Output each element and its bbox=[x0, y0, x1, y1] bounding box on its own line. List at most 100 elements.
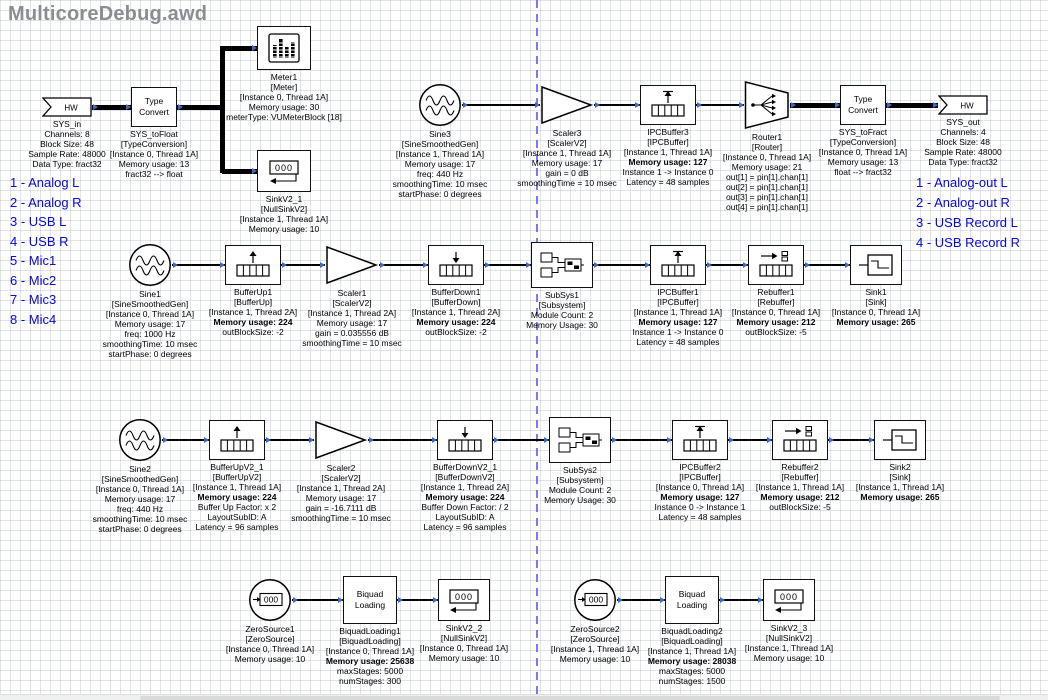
signal-wire[interactable] bbox=[484, 264, 531, 266]
output-pin[interactable] bbox=[265, 436, 271, 443]
module-scaler3[interactable]: Scaler3[ScalerV2][Instance 1, Thread 1A]… bbox=[517, 84, 617, 188]
module-bufferup1[interactable]: BufferUp1[BufferUp][Instance 1, Thread 2… bbox=[209, 245, 297, 337]
signal-wire[interactable] bbox=[397, 599, 438, 601]
output-pin[interactable] bbox=[706, 261, 712, 268]
input-pin[interactable] bbox=[431, 436, 437, 443]
scrollbar-thumb[interactable] bbox=[140, 696, 1000, 700]
input-pin[interactable] bbox=[844, 261, 850, 268]
input-pin[interactable] bbox=[738, 101, 744, 108]
input-pin[interactable] bbox=[543, 436, 549, 443]
output-pin[interactable] bbox=[493, 436, 499, 443]
signal-wire[interactable] bbox=[379, 264, 428, 266]
input-pin[interactable] bbox=[757, 596, 763, 603]
output-pin[interactable] bbox=[484, 261, 490, 268]
output-pin[interactable] bbox=[617, 596, 623, 603]
module-sink1[interactable]: Sink1[Sink][Instance 0, Thread 1A]Memory… bbox=[832, 245, 920, 327]
input-pin[interactable] bbox=[203, 436, 209, 443]
output-pin[interactable] bbox=[728, 436, 734, 443]
output-pin[interactable] bbox=[611, 436, 617, 443]
output-pin[interactable] bbox=[804, 261, 810, 268]
input-pin[interactable] bbox=[666, 436, 672, 443]
signal-wire[interactable] bbox=[177, 104, 225, 110]
module-ipcbuffer1[interactable]: IPCBuffer1[IPCBuffer][Instance 1, Thread… bbox=[633, 245, 723, 347]
signal-wire[interactable] bbox=[719, 599, 763, 601]
module-sine2[interactable]: Sine2[SineSmoothedGen][Instance 0, Threa… bbox=[93, 418, 187, 534]
input-pin[interactable] bbox=[251, 44, 257, 51]
input-pin[interactable] bbox=[422, 261, 428, 268]
module-bufferdown1[interactable]: BufferDown1[BufferDown][Instance 1, Thre… bbox=[412, 245, 500, 337]
signal-wire[interactable] bbox=[462, 104, 540, 106]
output-pin[interactable] bbox=[790, 101, 796, 108]
signal-wire[interactable] bbox=[728, 439, 772, 441]
signal-wire[interactable] bbox=[219, 46, 225, 173]
input-pin[interactable] bbox=[634, 101, 640, 108]
output-pin[interactable] bbox=[281, 261, 287, 268]
input-pin[interactable] bbox=[742, 261, 748, 268]
signal-wire[interactable] bbox=[162, 439, 209, 441]
signal-wire[interactable] bbox=[886, 102, 938, 108]
module-ipcbuffer2[interactable]: IPCBuffer2[IPCBuffer][Instance 0, Thread… bbox=[655, 420, 745, 522]
signal-wire[interactable] bbox=[828, 439, 874, 441]
output-pin[interactable] bbox=[368, 436, 374, 443]
signal-wire[interactable] bbox=[593, 264, 650, 266]
signal-wire[interactable] bbox=[265, 439, 314, 441]
output-pin[interactable] bbox=[696, 101, 702, 108]
signal-wire[interactable] bbox=[696, 104, 744, 106]
output-pin[interactable] bbox=[172, 261, 178, 268]
horizontal-scrollbar[interactable] bbox=[0, 694, 1048, 700]
module-rebuffer1[interactable]: Rebuffer1[Rebuffer][Instance 0, Thread 1… bbox=[732, 245, 820, 337]
signal-wire[interactable] bbox=[172, 264, 225, 266]
input-pin[interactable] bbox=[766, 436, 772, 443]
input-pin[interactable] bbox=[932, 101, 938, 108]
signal-wire[interactable] bbox=[281, 264, 325, 266]
signal-wire[interactable] bbox=[222, 168, 257, 174]
output-pin[interactable] bbox=[594, 101, 600, 108]
module-bufferdownv2-1[interactable]: BufferDownV2_1[BufferDownV2][Instance 1,… bbox=[421, 420, 509, 532]
module-ipcbuffer3[interactable]: IPCBuffer3[IPCBuffer][Instance 1, Thread… bbox=[623, 85, 713, 187]
input-pin[interactable] bbox=[219, 261, 225, 268]
input-pin[interactable] bbox=[432, 596, 438, 603]
module-scaler1[interactable]: Scaler1[ScalerV2][Instance 1, Thread 2A]… bbox=[302, 244, 402, 348]
input-pin[interactable] bbox=[319, 261, 325, 268]
signal-wire[interactable] bbox=[368, 439, 437, 441]
output-pin[interactable] bbox=[397, 596, 403, 603]
signal-wire[interactable] bbox=[790, 102, 840, 108]
signal-wire[interactable] bbox=[706, 264, 748, 266]
output-pin[interactable] bbox=[462, 101, 468, 108]
input-pin[interactable] bbox=[337, 596, 343, 603]
signal-wire[interactable] bbox=[493, 439, 549, 441]
input-pin[interactable] bbox=[525, 261, 531, 268]
signal-wire[interactable] bbox=[92, 104, 131, 110]
output-pin[interactable] bbox=[828, 436, 834, 443]
output-pin[interactable] bbox=[162, 436, 168, 443]
module-router1[interactable]: Router1[Router][Instance 0, Thread 1A]Me… bbox=[723, 80, 811, 212]
signal-wire[interactable] bbox=[804, 264, 850, 266]
output-pin[interactable] bbox=[379, 261, 385, 268]
output-pin[interactable] bbox=[177, 103, 183, 110]
output-pin[interactable] bbox=[292, 596, 298, 603]
signal-wire[interactable] bbox=[611, 439, 672, 441]
input-pin[interactable] bbox=[659, 596, 665, 603]
input-pin[interactable] bbox=[251, 167, 257, 174]
output-pin[interactable] bbox=[92, 103, 98, 110]
input-pin[interactable] bbox=[644, 261, 650, 268]
input-pin[interactable] bbox=[868, 436, 874, 443]
output-pin[interactable] bbox=[593, 261, 599, 268]
module-sine1[interactable]: Sine1[SineSmoothedGen][Instance 0, Threa… bbox=[103, 243, 197, 359]
signal-wire[interactable] bbox=[617, 599, 665, 601]
module-bufferupv2-1[interactable]: BufferUpV2_1[BufferUpV2][Instance 1, Thr… bbox=[193, 420, 281, 532]
module-meter1[interactable]: Meter1[Meter][Instance 0, Thread 1A]Memo… bbox=[226, 26, 342, 122]
signal-wire[interactable] bbox=[222, 45, 257, 51]
module-scaler2[interactable]: Scaler2[ScalerV2][Instance 1, Thread 2A]… bbox=[291, 419, 391, 523]
